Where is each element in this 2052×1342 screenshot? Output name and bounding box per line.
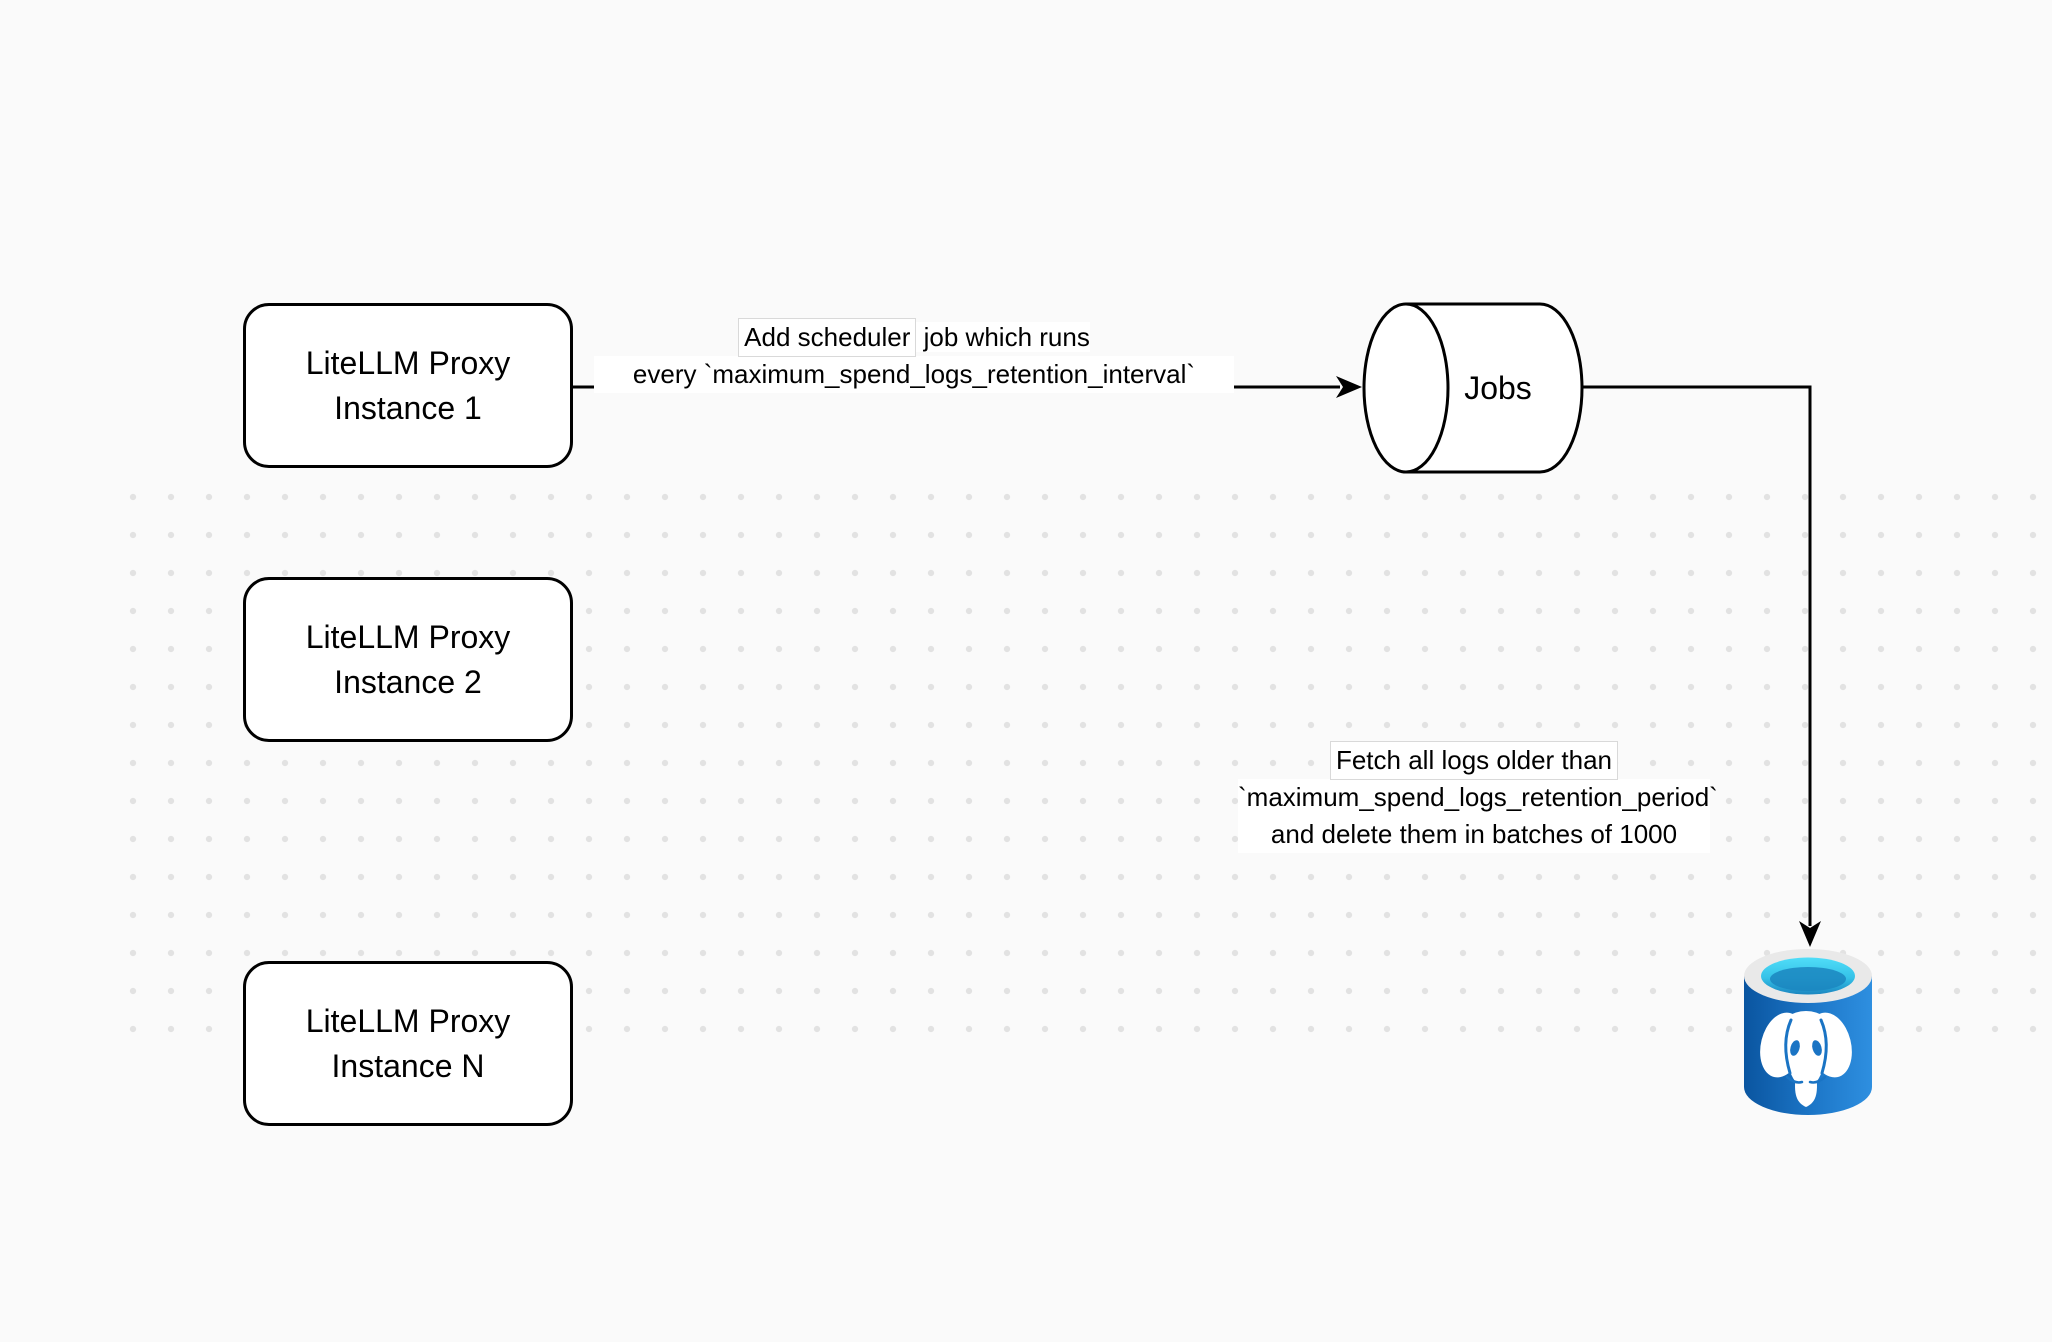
node-label: LiteLLM Proxy Instance 1 (305, 344, 511, 426)
edge-label-text: every `maximum_spend_logs_retention_inte… (594, 356, 1234, 393)
edge-label-line: Add scheduler job which runs (594, 318, 1234, 357)
jobs-label: Jobs (1464, 370, 1532, 406)
postgres-elephant-icon (1760, 1011, 1852, 1107)
edge-label-text: and delete them in batches of 1000 (1238, 816, 1710, 853)
node-litellm-proxy-instance-2: LiteLLM Proxy Instance 2 (243, 577, 573, 742)
postgres-liquid-deep (1770, 967, 1846, 991)
edge-label-text: `maximum_spend_logs_retention_period` (1238, 779, 1718, 816)
node-jobs-queue: Jobs (1362, 302, 1584, 474)
postgresql-database-icon (1744, 949, 1872, 1115)
node-litellm-proxy-instance-n: LiteLLM Proxy Instance N (243, 961, 573, 1126)
node-label: LiteLLM Proxy Instance 2 (305, 618, 511, 700)
edge-label-line: Fetch all logs older than (1238, 741, 1710, 780)
edge-label-scheduler: Add scheduler job which runs every `maxi… (594, 318, 1234, 393)
edge-label-text: job which runs (916, 322, 1090, 352)
jobs-cylinder-cap (1362, 302, 1450, 474)
node-litellm-proxy-instance-1: LiteLLM Proxy Instance 1 (243, 303, 573, 468)
edge-label-fetch-delete: Fetch all logs older than `maximum_spend… (1238, 741, 1718, 853)
arrowhead-right-icon (1336, 376, 1362, 398)
edge-label-boxed-text: Fetch all logs older than (1329, 741, 1619, 780)
dot-grid-background (114, 478, 2052, 1048)
edge-jobs-to-postgres (1582, 385, 1812, 926)
jobs-cylinder-body (1406, 302, 1584, 474)
edge-label-boxed-text: Add scheduler (738, 318, 917, 357)
node-label: LiteLLM Proxy Instance N (305, 1002, 511, 1084)
arrowhead-down-icon (1799, 921, 1821, 947)
